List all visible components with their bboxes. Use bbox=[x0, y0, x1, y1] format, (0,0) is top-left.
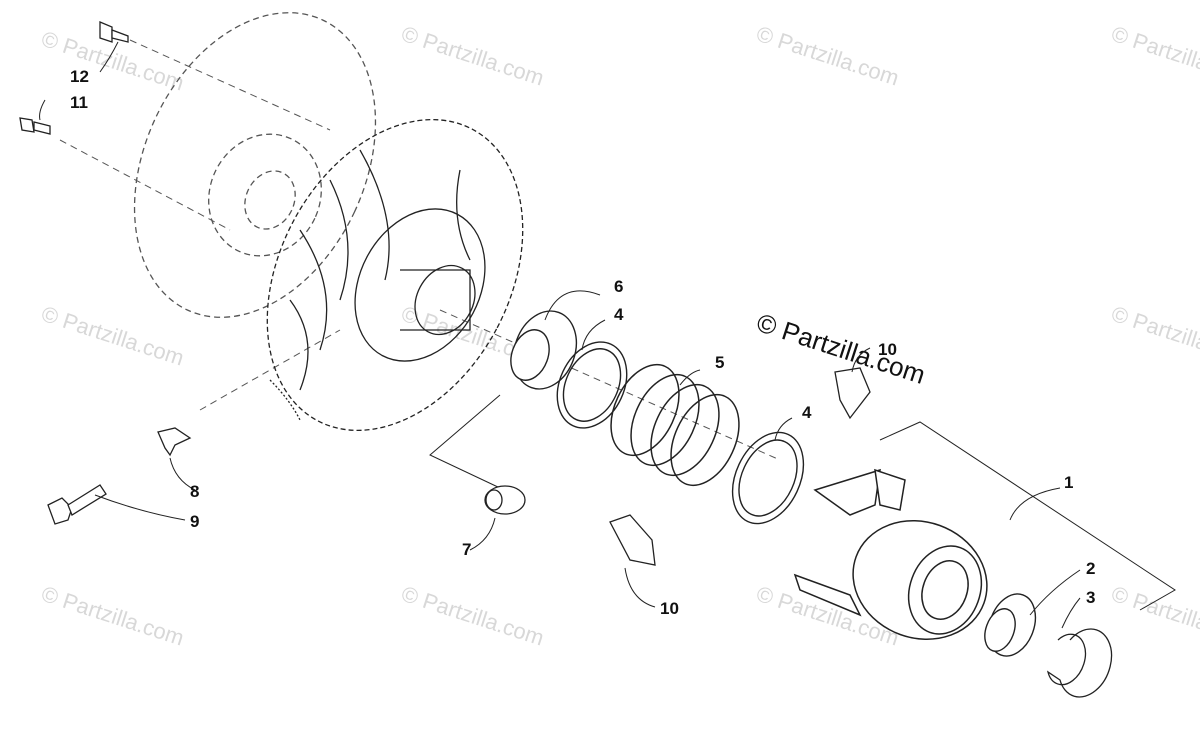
leader-brackets bbox=[429, 394, 1176, 611]
clip-part-8 bbox=[157, 427, 192, 457]
callout-3: 3 bbox=[1086, 588, 1095, 607]
bushing-part-7 bbox=[484, 485, 526, 515]
callout-1: 1 bbox=[1064, 473, 1073, 492]
bushing-part-6 bbox=[510, 310, 578, 390]
callout-11: 11 bbox=[70, 93, 88, 112]
callout-leaders bbox=[39, 41, 1081, 629]
washer-part-4b bbox=[731, 431, 805, 525]
bolt-part-11 bbox=[19, 117, 51, 135]
washer-part-4a bbox=[556, 341, 628, 429]
watermark: © Partzilla.com bbox=[1108, 301, 1200, 371]
callout-10: 10 bbox=[878, 340, 897, 359]
callout-4: 4 bbox=[614, 305, 624, 324]
watermark: © Partzilla.com bbox=[38, 581, 187, 651]
watermark-layer: © Partzilla.com © Partzilla.com © Partzi… bbox=[38, 21, 1200, 651]
watermark: © Partzilla.com bbox=[1108, 581, 1200, 651]
callout-8: 8 bbox=[190, 482, 199, 501]
rear-sheave bbox=[133, 12, 377, 318]
watermark: © Partzilla.com bbox=[1108, 21, 1200, 91]
callout-9: 9 bbox=[190, 512, 199, 531]
spring-part-5 bbox=[610, 363, 740, 487]
callout-7: 7 bbox=[462, 540, 471, 559]
callout-10: 10 bbox=[660, 599, 679, 618]
bolt-part-9 bbox=[47, 484, 107, 525]
button-part-10b bbox=[609, 514, 656, 566]
watermark: © Partzilla.com bbox=[398, 21, 547, 91]
watermark: © Partzilla.com bbox=[398, 581, 547, 651]
callout-12: 12 bbox=[70, 67, 89, 86]
callout-4: 4 bbox=[802, 403, 812, 422]
callout-6: 6 bbox=[614, 277, 623, 296]
assembly-axis-lines bbox=[59, 39, 781, 461]
callout-labels: 12 11 6 4 5 10 4 1 8 9 7 10 2 3 bbox=[70, 67, 1095, 618]
helix-part-1 bbox=[793, 468, 988, 641]
front-sheave bbox=[266, 118, 524, 432]
button-part-10a bbox=[834, 367, 871, 420]
watermark: © Partzilla.com bbox=[38, 301, 187, 371]
callout-2: 2 bbox=[1086, 559, 1095, 578]
snap-ring-part-3 bbox=[1046, 628, 1113, 698]
screw-part-12 bbox=[99, 21, 129, 43]
callout-5: 5 bbox=[715, 353, 724, 372]
bushing-part-2 bbox=[984, 593, 1037, 657]
watermark: © Partzilla.com bbox=[753, 21, 902, 91]
